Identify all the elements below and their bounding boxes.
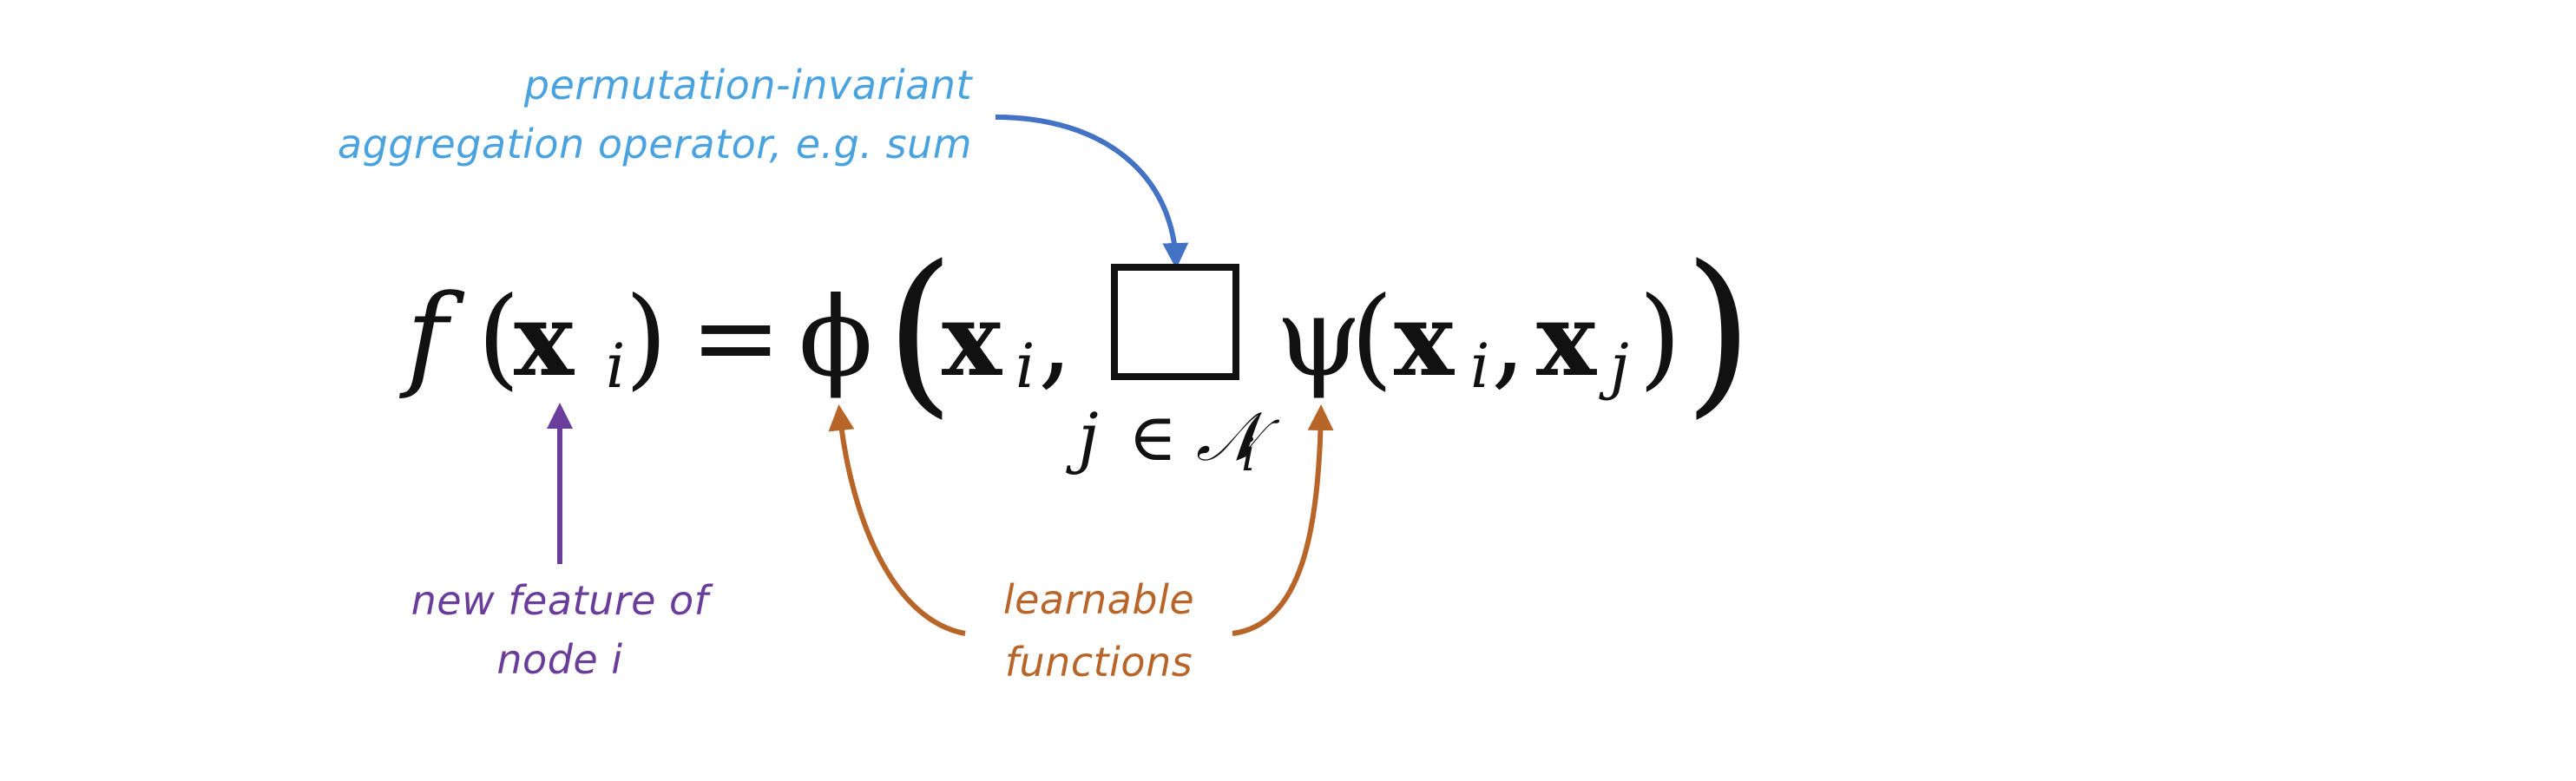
formula-comma-2: ,: [1491, 273, 1526, 401]
aggregation-arrow: [995, 115, 1189, 269]
learnable-annotation-line1: learnable: [1003, 576, 1194, 623]
aggregation-annotation-line1: permutation-invariant: [523, 62, 974, 108]
formula-subscript-i-2: i: [1015, 331, 1035, 402]
new-feature-annotation-line1: new feature of: [411, 577, 713, 624]
aggregation-operator-box: [1111, 264, 1239, 380]
formula: f ( x i ) = ϕ ( x i , j ∈ 𝒩 i ψ ( x i , …: [399, 228, 1753, 482]
formula-equals: =: [690, 273, 782, 401]
formula-subscript-i-3: i: [1470, 331, 1489, 402]
formula-paren-open-1: (: [477, 273, 520, 401]
formula-subscript-i-1: i: [606, 331, 625, 402]
formula-paren-open-3: (: [1350, 273, 1393, 401]
formula-paren-close-1: ): [625, 273, 667, 401]
formula-x-4: x: [1536, 281, 1597, 399]
formula-phi: ϕ: [798, 273, 873, 401]
formula-neighborhood: 𝒩: [1196, 398, 1280, 476]
formula-x-1: x: [514, 281, 575, 399]
formula-comma-1: ,: [1038, 273, 1073, 401]
formula-paren-close-3: ): [1639, 273, 1681, 401]
formula-element-of: ∈: [1128, 398, 1177, 476]
aggregation-annotation-line2: aggregation operator, e.g. sum: [338, 121, 972, 167]
learnable-phi-arrow: [828, 404, 966, 636]
formula-f: f: [399, 270, 465, 402]
formula-x-2: x: [942, 281, 1002, 399]
formula-x-3: x: [1394, 281, 1455, 399]
learnable-annotation-line2: functions: [1005, 639, 1193, 686]
formula-index-j: j: [1066, 398, 1099, 476]
formula-neighborhood-subscript-i: i: [1241, 430, 1256, 482]
formula-psi: ψ: [1276, 273, 1362, 401]
formula-subscript-j: j: [1599, 331, 1629, 402]
formula-paren-open-2: (: [885, 228, 955, 435]
learnable-psi-arrow: [1232, 404, 1334, 636]
new-feature-annotation-line2: node i: [496, 636, 622, 683]
formula-paren-close-2: ): [1684, 228, 1753, 435]
